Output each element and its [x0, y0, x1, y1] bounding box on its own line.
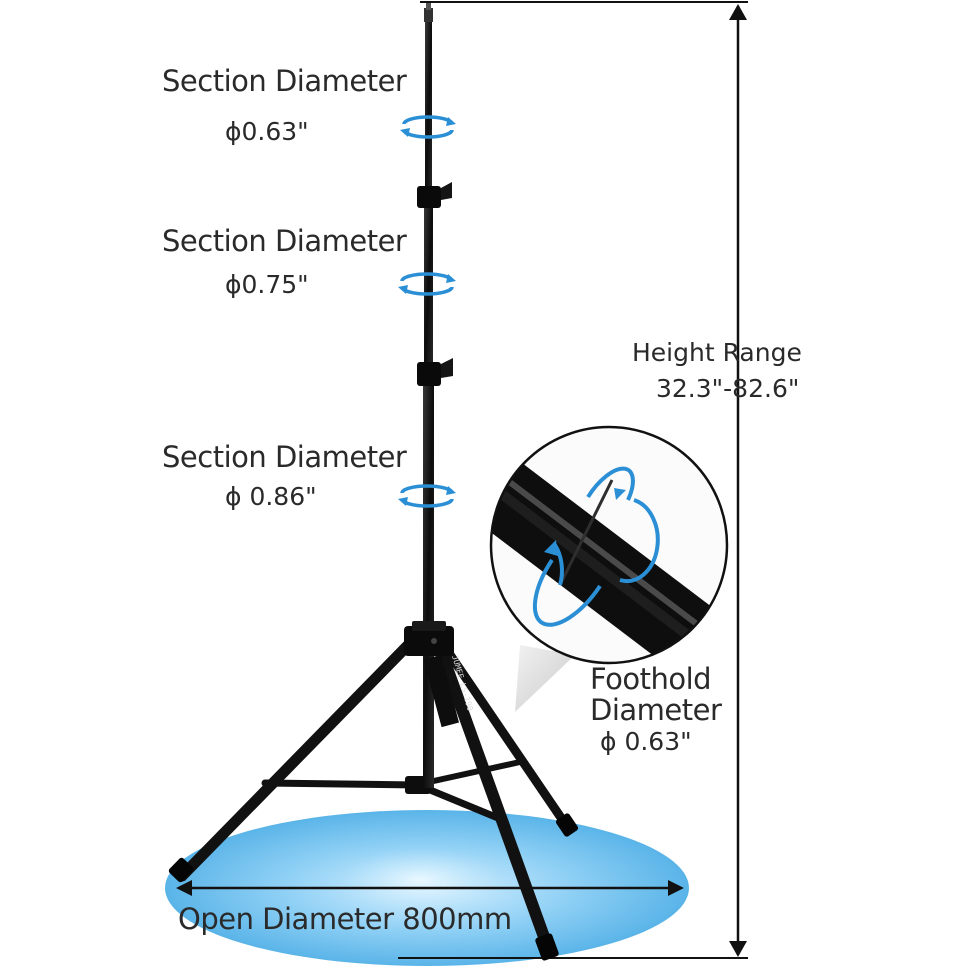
- rotation-arrow-3: [398, 484, 456, 508]
- height-range-value: 32.3"-82.6": [656, 374, 800, 403]
- top-spigot-tip: [426, 3, 431, 10]
- column-section-middle: [424, 196, 433, 376]
- height-range-label: Height Range: [632, 338, 802, 367]
- height-dimension-line: [398, 1, 748, 959]
- stand-legs: [176, 632, 573, 954]
- section-1-value: ϕ0.63": [225, 117, 309, 146]
- section-2-value: ϕ0.75": [225, 270, 309, 299]
- column-section-bottom: [423, 368, 434, 788]
- rotation-arrow-2: [398, 272, 456, 296]
- zoom-callout-pointer: [515, 645, 575, 712]
- foothold-zoom-circle: [489, 425, 729, 665]
- section-3-label: Section Diameter: [162, 440, 407, 474]
- foothold-label-line2: Diameter: [590, 693, 722, 727]
- section-3-value: ϕ 0.86": [225, 482, 317, 511]
- foot-cap-right-rear: [555, 813, 579, 837]
- base-footprint-highlight: [340, 848, 500, 912]
- foot-cap-left: [168, 857, 194, 883]
- column-section-top: [425, 20, 432, 202]
- rotation-arrow-1: [400, 115, 456, 139]
- lock-knob-lower: [417, 358, 453, 386]
- foothold-value: ϕ 0.63": [600, 727, 692, 756]
- section-1-label: Section Diameter: [162, 64, 407, 98]
- open-diameter-dimension-line: [176, 880, 684, 896]
- foothold-label-line1: Foothold: [590, 662, 712, 696]
- lock-knob-upper: [417, 182, 452, 208]
- section-2-label: Section Diameter: [162, 224, 407, 258]
- foot-cap-front: [535, 933, 559, 961]
- top-spigot: [424, 8, 433, 22]
- open-diameter-label: Open Diameter 800mm: [178, 902, 512, 936]
